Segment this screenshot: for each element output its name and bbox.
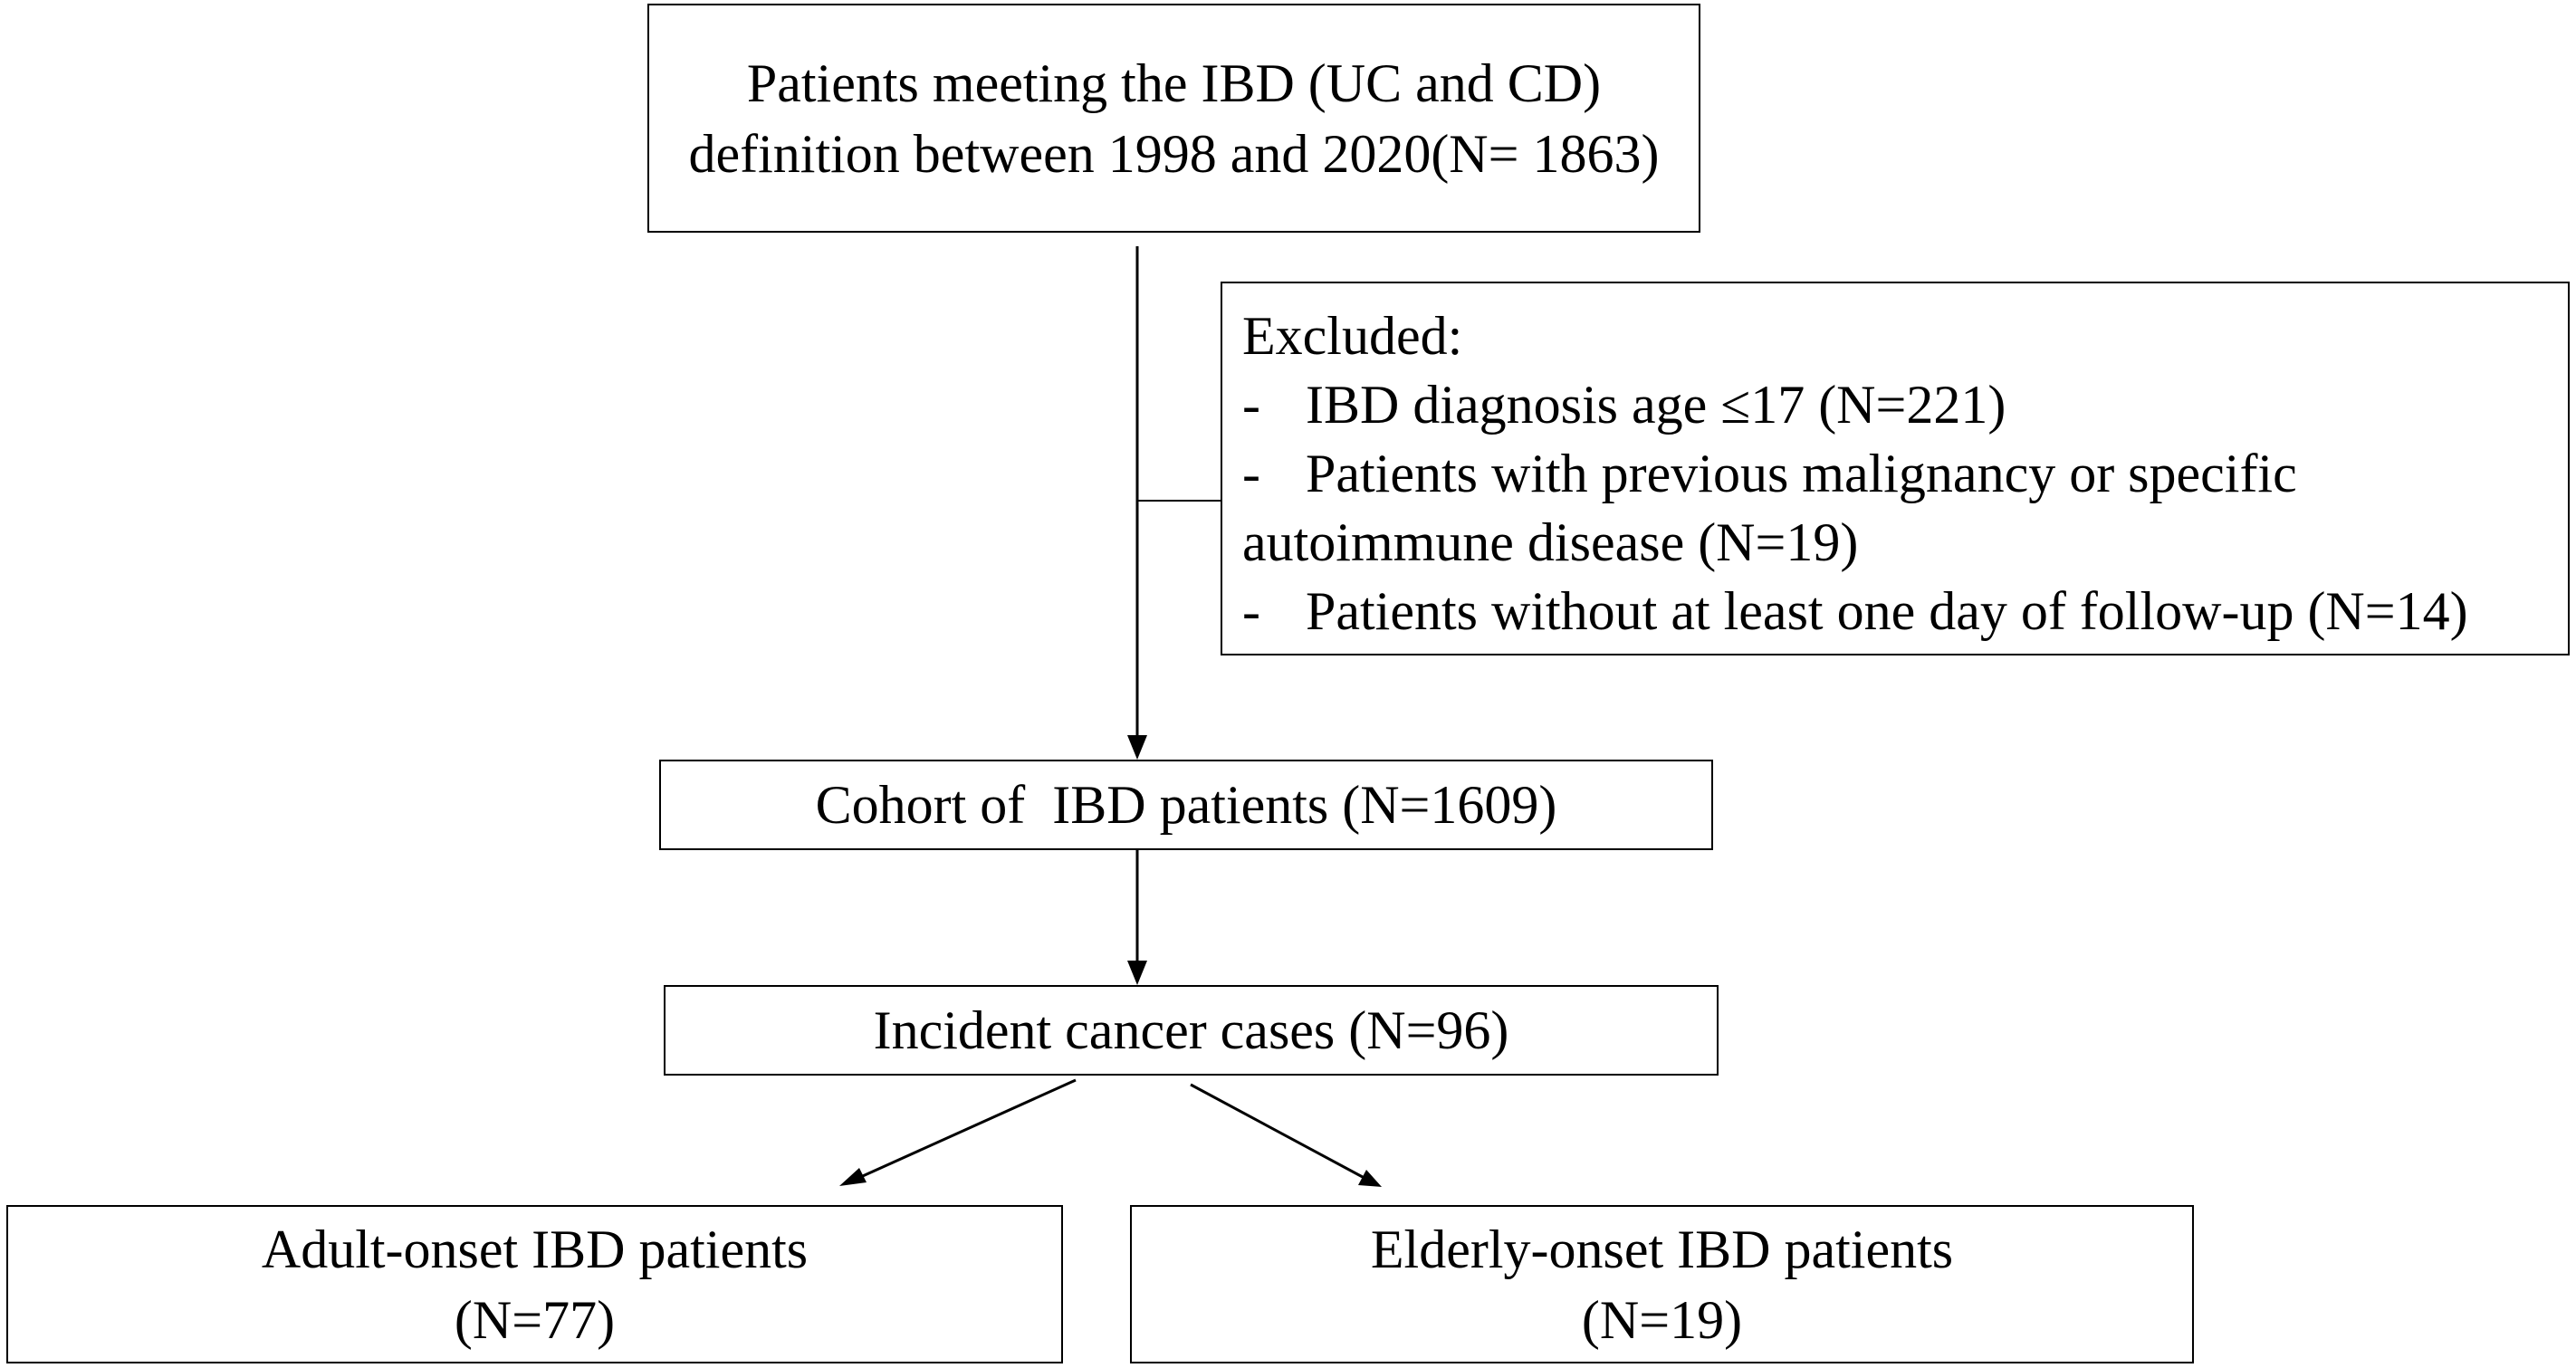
connector-cancer-to-elderly [1190,1083,1374,1184]
adult-onset-box: Adult-onset IBD patients (N=77) [6,1205,1063,1363]
excluded-item: - Patients without at least one day of f… [1242,577,2568,646]
arrowhead-cohort-to-cancer [1127,961,1147,985]
excluded-item: - IBD diagnosis age ≤17 (N=221) [1242,370,2568,439]
arrowhead-cancer-to-elderly [1358,1170,1382,1187]
excluded-item-continuation: autoimmune disease (N=19) [1242,508,2568,577]
elderly-onset-box: Elderly-onset IBD patients (N=19) [1130,1205,2194,1363]
excluded-item-text: autoimmune disease (N=19) [1242,512,1859,572]
connector-cancer-to-adult [846,1078,1077,1185]
elderly-onset-line2: (N=19) [1581,1289,1743,1350]
arrowhead-cancer-to-adult [839,1168,867,1186]
cancer-cases-label: Incident cancer cases (N=96) [873,1000,1509,1060]
cohort-box: Cohort of IBD patients (N=1609) [659,760,1713,850]
excluded-item-text: Patients without at least one day of fol… [1306,581,2468,641]
excluded-heading: Excluded: [1242,306,1463,366]
eligible-patients-line2: definition between 1998 and 2020(N= 1863… [688,123,1660,184]
excluded-box: Excluded: - IBD diagnosis age ≤17 (N=221… [1221,282,2570,655]
cohort-label: Cohort of IBD patients (N=1609) [815,775,1557,835]
excluded-item: - Patients with previous malignancy or s… [1242,439,2568,508]
excluded-item-text: IBD diagnosis age ≤17 (N=221) [1306,375,2006,435]
excluded-item-text: Patients with previous malignancy or spe… [1306,444,2297,503]
cancer-cases-box: Incident cancer cases (N=96) [664,985,1719,1076]
arrowhead-top-to-cohort [1127,735,1147,760]
eligible-patients-box: Patients meeting the IBD (UC and CD) def… [647,4,1700,233]
bullet-dash: - [1242,444,1260,503]
elderly-onset-line1: Elderly-onset IBD patients [1370,1219,1954,1279]
adult-onset-line1: Adult-onset IBD patients [261,1219,809,1279]
bullet-dash: - [1242,581,1260,641]
eligible-patients-line1: Patients meeting the IBD (UC and CD) [746,53,1602,113]
bullet-dash: - [1242,375,1260,435]
adult-onset-line2: (N=77) [454,1289,616,1350]
